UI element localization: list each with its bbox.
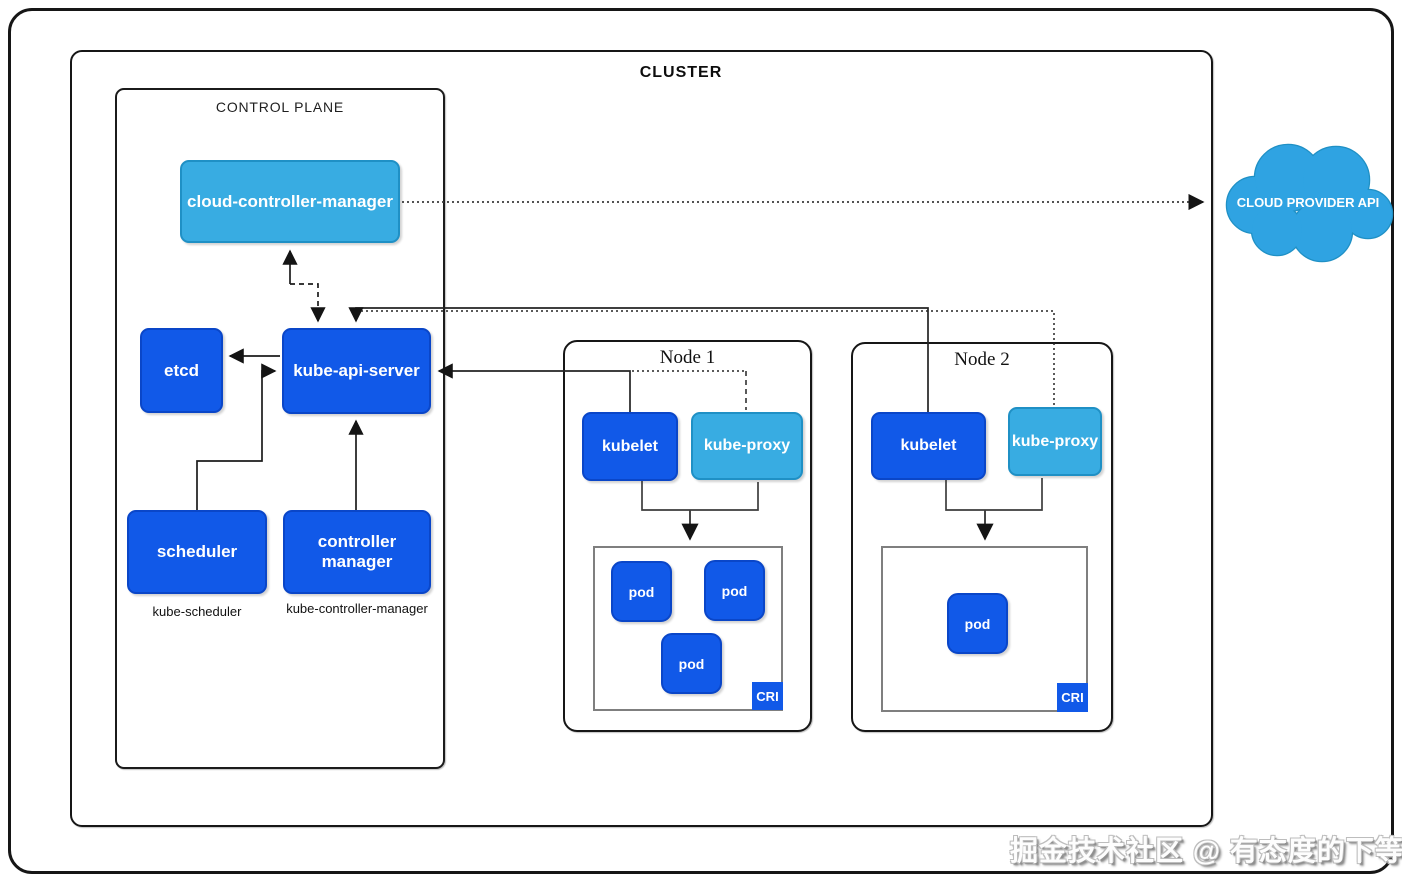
controller-manager-box: controller manager [283, 510, 431, 594]
scheduler-box: scheduler [127, 510, 267, 594]
etcd-box: etcd [140, 328, 223, 413]
pod-box: pod [661, 633, 722, 694]
pod-box: pod [611, 561, 672, 622]
node-2-title: Node 2 [954, 349, 1010, 370]
kube-scheduler-sublabel: kube-scheduler [152, 604, 242, 619]
watermark-text: 掘金技术社区 @ 有态度的下等马 [1010, 835, 1402, 866]
control-plane-box [115, 88, 445, 769]
kube-controller-manager-sublabel: kube-controller-manager [286, 601, 428, 616]
cluster-title: CLUSTER [639, 64, 723, 81]
node-1-title: Node 1 [659, 347, 716, 368]
node-1-cri-badge: CRI [752, 682, 783, 710]
node-2-kubelet-box: kubelet [871, 412, 986, 480]
node-2-cri-badge: CRI [1057, 683, 1088, 712]
pod-box: pod [947, 593, 1008, 654]
node-2-kube-proxy-box: kube-proxy [1008, 407, 1102, 476]
node-1-kube-proxy-box: kube-proxy [691, 412, 803, 480]
cluster-box [70, 50, 1213, 827]
cloud-controller-manager-box: cloud-controller-manager [180, 160, 400, 243]
control-plane-title: CONTROL PLANE [215, 99, 345, 115]
outer-frame [8, 8, 1394, 874]
pod-box: pod [704, 560, 765, 621]
kube-api-server-box: kube-api-server [282, 328, 431, 414]
node-1-kubelet-box: kubelet [582, 412, 678, 481]
